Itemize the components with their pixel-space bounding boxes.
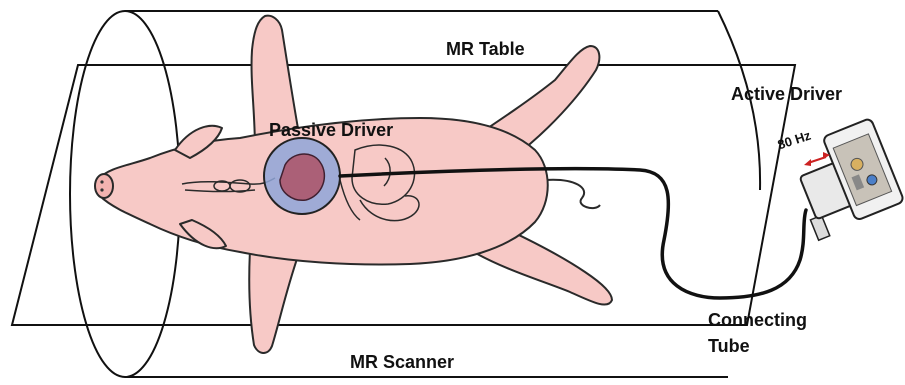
passive-driver	[264, 138, 340, 214]
vibration-arrow	[804, 152, 830, 166]
mr-table-label: MR Table	[446, 40, 525, 58]
mr-scanner-label: MR Scanner	[350, 353, 454, 371]
active-driver-label: Active Driver	[731, 85, 842, 103]
pig-lower-front-leg	[249, 250, 300, 353]
pig-tail	[545, 180, 600, 208]
connecting-tube-label-line2: Tube	[708, 337, 750, 355]
connecting-tube-label-line1: Connecting	[708, 311, 807, 329]
passive-driver-label: Passive Driver	[269, 121, 393, 139]
pig-snout	[95, 174, 113, 198]
